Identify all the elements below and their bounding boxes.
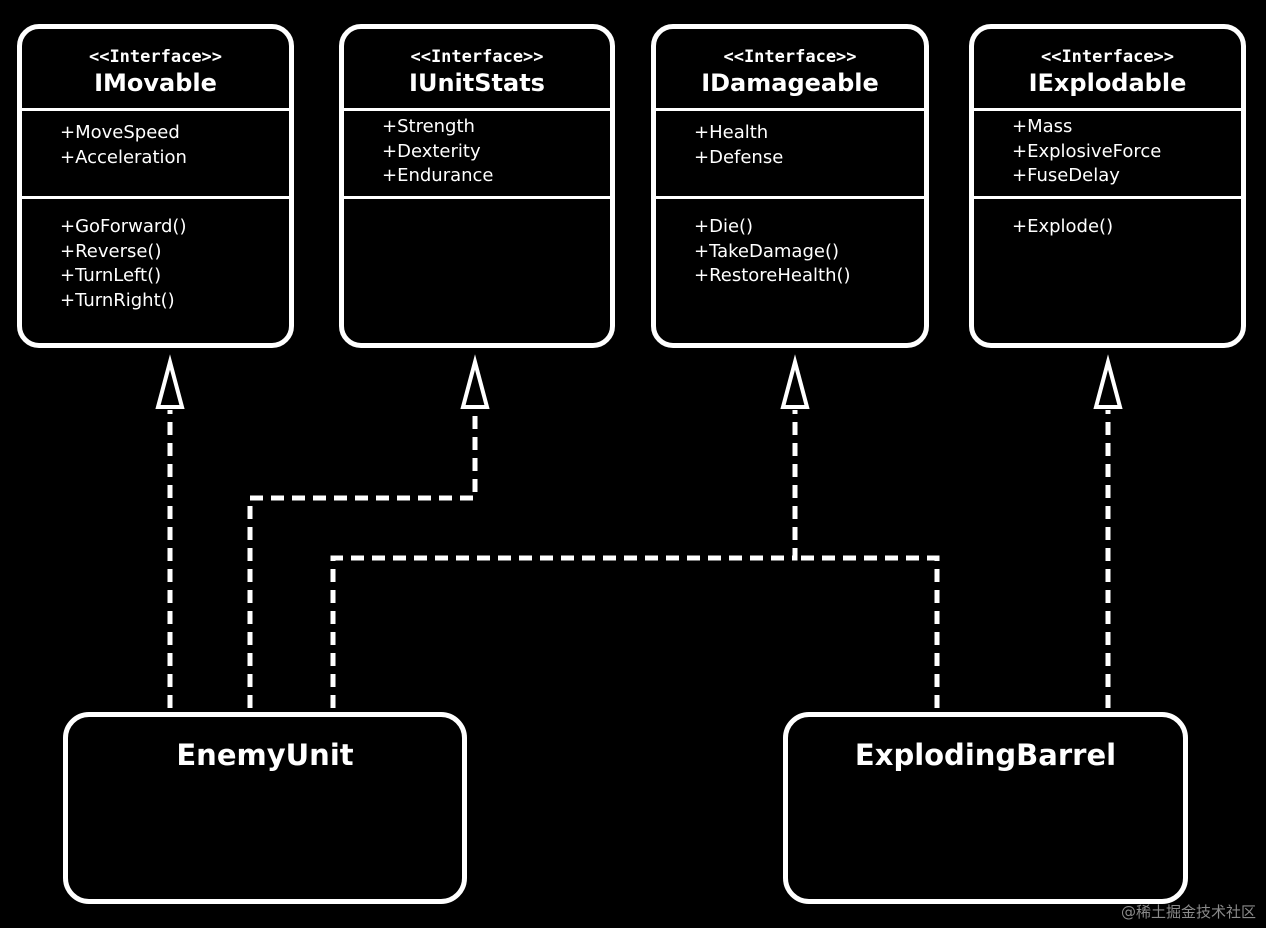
interface-imovable: <<Interface>> IMovable +MoveSpeed +Accel… [17, 24, 294, 348]
operation: +Die() [694, 216, 754, 237]
attributes-section: +Health +Defense [656, 111, 924, 199]
attribute: +Strength [382, 116, 475, 137]
operations-section: +Explode() [974, 199, 1241, 240]
watermark: @稀土掘金技术社区 [1120, 903, 1256, 921]
relation-explodingbarrel-idamageable [795, 555, 940, 708]
arrowhead-iunitstats [460, 354, 490, 409]
arrowhead-iexplodable [1093, 354, 1123, 409]
interface-idamageable: <<Interface>> IDamageable +Health +Defen… [651, 24, 929, 348]
interface-header: <<Interface>> IUnitStats [344, 29, 610, 111]
relation-enemyunit-iunitstats [247, 410, 478, 708]
attribute: +Health [694, 122, 769, 143]
relation-enemyunit-idamageable [330, 410, 798, 708]
stereotype-label: <<Interface>> [88, 47, 223, 67]
operation: +RestoreHealth() [694, 265, 851, 286]
attribute: +Mass [1012, 116, 1073, 137]
interface-name: IDamageable [701, 69, 879, 97]
interface-header: <<Interface>> IExplodable [974, 29, 1241, 111]
attribute: +Defense [694, 146, 784, 168]
interface-iexplodable: <<Interface>> IExplodable +Mass +Explosi… [969, 24, 1246, 348]
class-enemyunit: EnemyUnit [63, 712, 467, 904]
attribute: +MoveSpeed [60, 122, 180, 143]
arrowhead-imovable [155, 354, 185, 409]
operation: +Reverse() [60, 240, 162, 262]
interface-header: <<Interface>> IDamageable [656, 29, 924, 111]
interface-header: <<Interface>> IMovable [22, 29, 289, 111]
attribute: +Dexterity [382, 140, 481, 162]
operation: +TakeDamage() [694, 240, 839, 262]
attributes-section: +MoveSpeed +Acceleration [22, 111, 289, 199]
interface-iunitstats: <<Interface>> IUnitStats +Strength +Dext… [339, 24, 615, 348]
attributes-section: +Mass +ExplosiveForce +FuseDelay [974, 111, 1241, 199]
interface-name: IUnitStats [409, 69, 545, 97]
attribute: +ExplosiveForce [1012, 140, 1162, 162]
attribute: +Acceleration [60, 146, 187, 168]
operations-section: +GoForward() +Reverse() +TurnLeft() +Tur… [22, 199, 289, 313]
class-name: ExplodingBarrel [854, 738, 1117, 772]
operation: +GoForward() [60, 216, 187, 237]
operations-section: +Die() +TakeDamage() +RestoreHealth() [656, 199, 924, 289]
interface-name: IMovable [94, 69, 217, 97]
attribute: +FuseDelay [1012, 165, 1120, 186]
stereotype-label: <<Interface>> [410, 47, 544, 67]
attributes-section: +Strength +Dexterity +Endurance [344, 111, 610, 199]
stereotype-label: <<Interface>> [1040, 47, 1175, 67]
operation: +TurnLeft() [60, 265, 162, 286]
class-explodingbarrel: ExplodingBarrel [783, 712, 1188, 904]
attribute: +Endurance [382, 165, 494, 186]
arrowhead-idamageable [780, 354, 810, 409]
stereotype-label: <<Interface>> [723, 47, 857, 67]
interface-name: IExplodable [1028, 69, 1187, 97]
operation: +TurnRight() [60, 289, 175, 311]
operations-section [344, 199, 610, 215]
operation: +Explode() [1012, 216, 1114, 237]
class-name: EnemyUnit [176, 738, 354, 772]
